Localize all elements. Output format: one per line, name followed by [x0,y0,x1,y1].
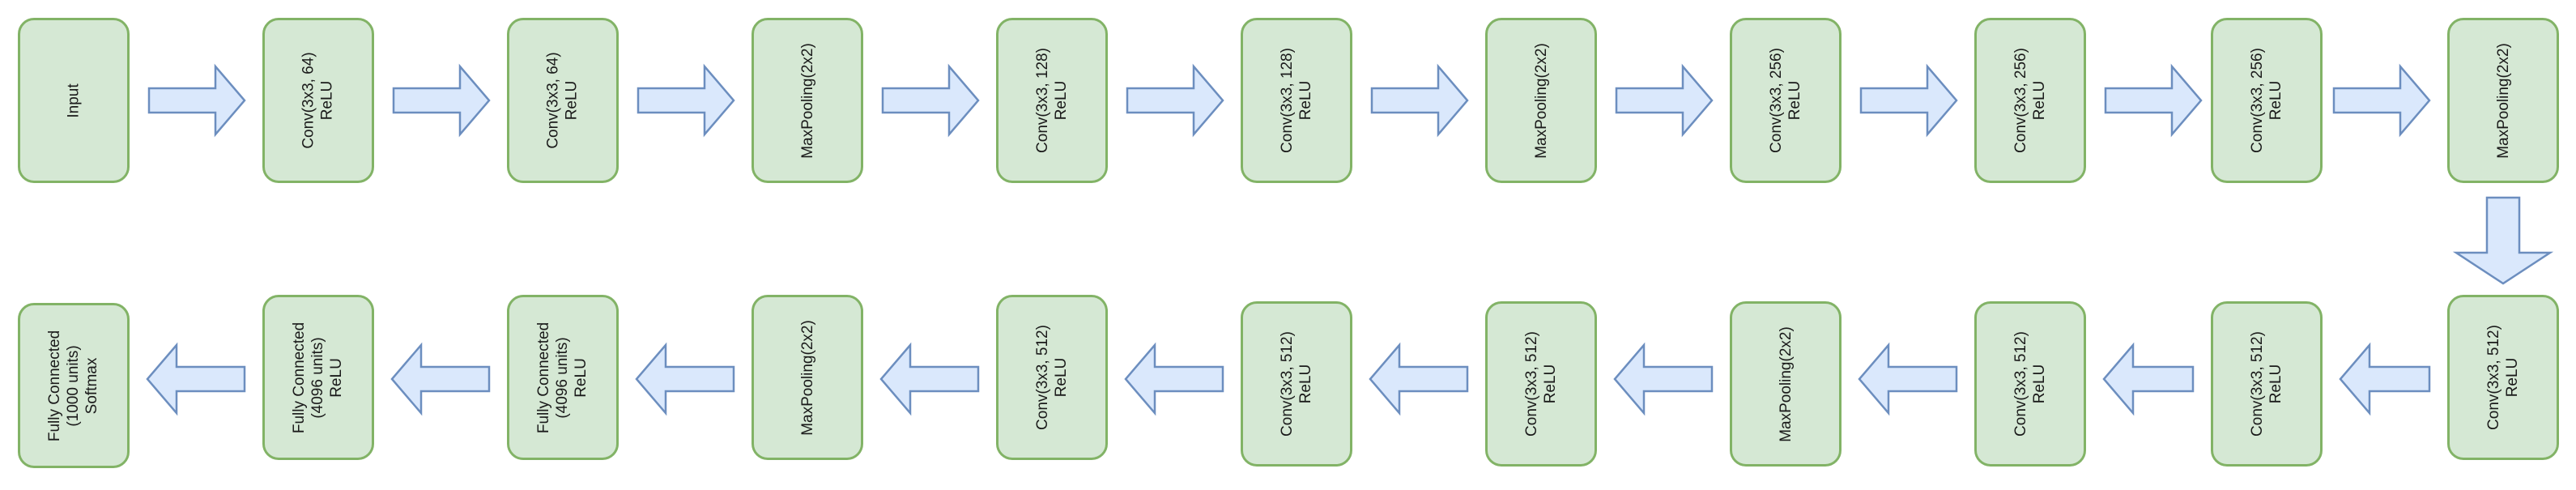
arrow-left-5 [1124,342,1224,416]
layer-box-pool4: MaxPooling(2x2) [1730,301,1842,467]
arrow-left-8 [1858,342,1958,416]
layer-box-pool5: MaxPooling(2x2) [752,295,863,460]
layer-label: Conv(3x3, 512) ReLU [2249,331,2284,437]
layer-box-conv2-1: Conv(3x3, 128) ReLU [996,18,1108,183]
layer-box-conv5-3: Conv(3x3, 512) ReLU [996,295,1108,460]
arrow-right-8 [1859,63,1958,138]
arrow-left-7 [1613,342,1714,416]
layer-label: MaxPooling(2x2) [1532,42,1550,159]
arrow-left-10 [2339,342,2431,416]
arrow-right-2 [392,63,491,138]
layer-box-conv3-2: Conv(3x3, 256) ReLU [1974,18,2086,183]
arrow-left-2 [390,342,491,416]
layer-box-pool3: MaxPooling(2x2) [2447,18,2559,183]
layer-label: Conv(3x3, 64) ReLU [300,52,336,149]
layer-label: Conv(3x3, 64) ReLU [545,52,581,149]
layer-box-fc2: Fully Connected (4096 units) ReLU [262,295,374,460]
layer-box-conv4-2: Conv(3x3, 512) ReLU [2211,301,2323,467]
arrow-right-6 [1370,63,1469,138]
arrow-right-4 [881,63,980,138]
layer-label: Conv(3x3, 512) ReLU [1523,331,1559,437]
arrow-right-1 [147,63,246,138]
layer-label: Input [65,83,83,118]
layer-label: Conv(3x3, 512) ReLU [1279,331,1314,437]
layer-label: Conv(3x3, 256) ReLU [1768,48,1803,153]
layer-box-pool2: MaxPooling(2x2) [1485,18,1597,183]
layer-label: Conv(3x3, 512) ReLU [2012,331,2048,437]
layer-box-conv3-3: Conv(3x3, 256) ReLU [2211,18,2323,183]
arrow-right-10 [2332,63,2431,138]
layer-label: Fully Connected (4096 units) ReLU [291,322,346,433]
layer-label: Conv(3x3, 512) ReLU [2485,325,2521,430]
layer-label: Fully Connected (4096 units) ReLU [535,322,590,433]
arrow-right-5 [1126,63,1224,138]
arrow-right-3 [637,63,735,138]
arrow-left-9 [2102,342,2195,416]
layer-label: MaxPooling(2x2) [1777,326,1795,442]
layer-label: Conv(3x3, 256) ReLU [2249,48,2284,153]
layer-box-conv5-1: Conv(3x3, 512) ReLU [1485,301,1597,467]
layer-label: Fully Connected (1000 units) Softmax [46,330,101,441]
arrow-down [2452,196,2554,285]
arrow-right-9 [2104,63,2203,138]
layer-box-conv3-1: Conv(3x3, 256) ReLU [1730,18,1842,183]
layer-box-pool1: MaxPooling(2x2) [752,18,863,183]
layer-box-conv4-3: Conv(3x3, 512) ReLU [1974,301,2086,467]
layer-label: MaxPooling(2x2) [798,42,816,159]
layer-box-conv1-2: Conv(3x3, 64) ReLU [507,18,619,183]
arrow-left-3 [635,342,735,416]
arrow-left-1 [146,342,246,416]
layer-box-conv5-2: Conv(3x3, 512) ReLU [1241,301,1352,467]
layer-label: MaxPooling(2x2) [2494,42,2512,159]
layer-label: Conv(3x3, 256) ReLU [2012,48,2048,153]
arrow-right-7 [1615,63,1714,138]
layer-box-fc1: Fully Connected (4096 units) ReLU [507,295,619,460]
layer-box-conv2-2: Conv(3x3, 128) ReLU [1241,18,1352,183]
layer-box-conv1-1: Conv(3x3, 64) ReLU [262,18,374,183]
layer-label: MaxPooling(2x2) [798,319,816,436]
layer-label: Conv(3x3, 128) ReLU [1034,48,1070,153]
layer-box-fc3: Fully Connected (1000 units) Softmax [18,303,130,468]
arrow-left-4 [879,342,980,416]
layer-label: Conv(3x3, 128) ReLU [1279,48,1314,153]
arrow-left-6 [1369,342,1469,416]
layer-box-input: Input [18,18,130,183]
layer-label: Conv(3x3, 512) ReLU [1034,325,1070,430]
layer-box-conv4-1: Conv(3x3, 512) ReLU [2447,295,2559,460]
